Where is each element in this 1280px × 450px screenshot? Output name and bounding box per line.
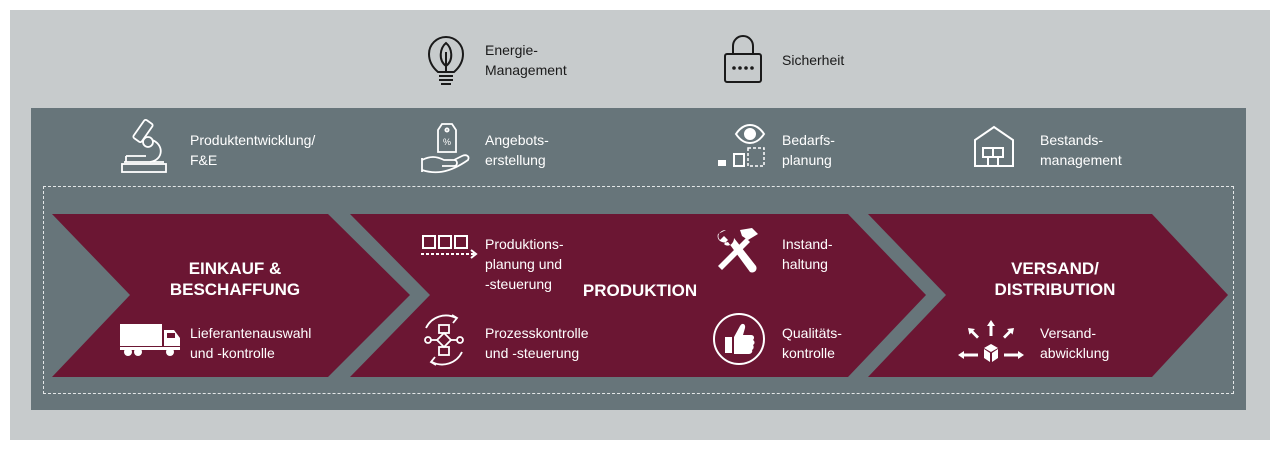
svg-text:%: % [443,137,451,147]
password-lock-icon [724,35,762,83]
stage-title-einkauf: EINKAUF & BESCHAFFUNG [169,259,301,299]
truck-icon [120,324,180,356]
shipping-box-arrows-icon [958,320,1024,362]
item-label-lieferantenauswahl: Lieferantenauswahl und -kontrolle [190,325,312,361]
hand-price-tag-icon: % [421,123,470,174]
conveyor-icon [421,235,478,259]
top-label-sicherheit: Sicherheit [782,52,845,68]
item-label-prozesskontrolle: Prozesskontrolle und -steuerung [485,325,589,361]
process-cycle-icon [424,314,464,366]
mid-label-produktentwicklung: Produktentwicklung/ F&E [190,132,316,168]
stage-title-produktion: PRODUKTION [582,281,698,300]
mid-label-bestandsmanagement: Bestands- management [1040,132,1122,168]
warehouse-icon [974,125,1014,167]
item-label-produktionsplanung: Produktions- planung und -steuerung [485,236,564,292]
item-label-qualitaetskontrolle: Qualitäts- kontrolle [782,325,842,361]
item-label-instandhaltung: Instand- haltung [782,236,833,272]
stage-title-versand: VERSAND/ DISTRIBUTION [994,259,1116,299]
top-label-energie: Energie- Management [485,42,567,78]
lightbulb-leaf-icon [428,36,464,85]
stage-arrow-versand [868,214,1228,377]
mid-label-angebotserstellung: Angebots- erstellung [485,132,549,168]
microscope-icon [121,119,167,173]
item-label-versandabwicklung: Versand- abwicklung [1040,325,1110,361]
eye-boxes-icon [718,124,766,167]
thumbs-up-icon [713,313,765,365]
wrench-hammer-icon [717,228,758,273]
mid-label-bedarfsplanung: Bedarfs- planung [782,132,835,168]
value-chain-frame [43,186,1234,394]
stage-arrow-produktion [350,214,926,377]
